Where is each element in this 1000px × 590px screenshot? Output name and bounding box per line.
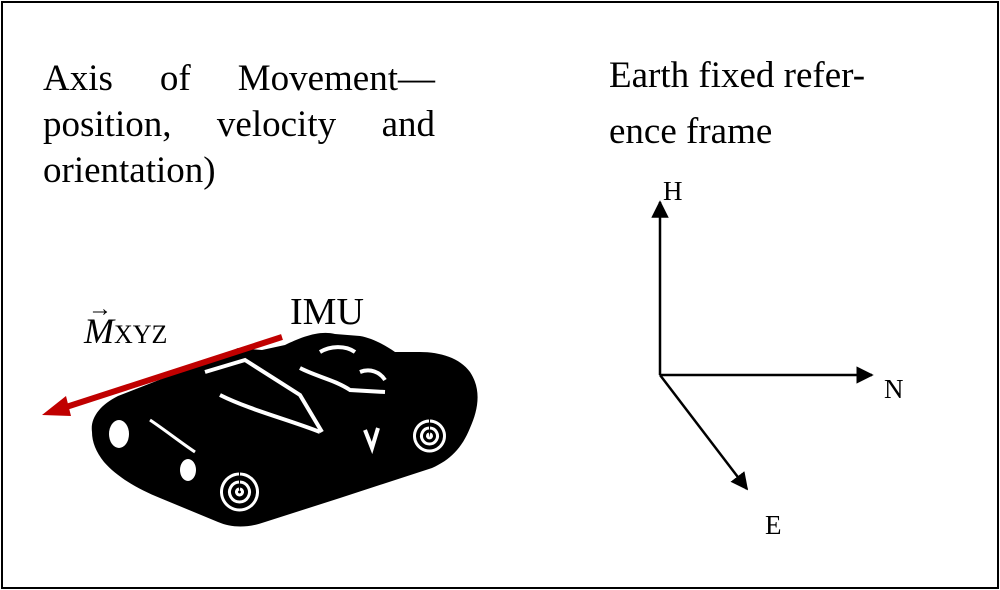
movement-vector-label: → MXYZ xyxy=(84,296,168,352)
vector-symbol: M xyxy=(84,311,114,351)
vector-arrow-mark: → xyxy=(88,296,112,322)
e-axis-arrow xyxy=(659,374,749,491)
movement-vector-arrow xyxy=(42,334,283,416)
movement-axis-caption: Axis of Movement— position, velocity and… xyxy=(43,56,435,194)
reference-frame-caption: Earth fixed refer- ence frame xyxy=(609,48,899,160)
vector-subscript: XYZ xyxy=(114,320,168,349)
reference-caption-line-2: ence frame xyxy=(609,111,773,152)
axis-label-e: E xyxy=(765,510,782,540)
reference-axes xyxy=(651,200,874,491)
caption-line-3: orientation) xyxy=(43,150,216,191)
caption-line-1: Axis of Movement— xyxy=(43,58,435,99)
car-icon xyxy=(91,332,478,527)
axis-label-h: H xyxy=(663,176,683,206)
imu-label: IMU xyxy=(290,291,364,333)
axis-label-n: N xyxy=(884,374,904,404)
caption-line-2: position, velocity and xyxy=(43,104,435,145)
reference-caption-line-1: Earth fixed refer- xyxy=(609,55,866,96)
